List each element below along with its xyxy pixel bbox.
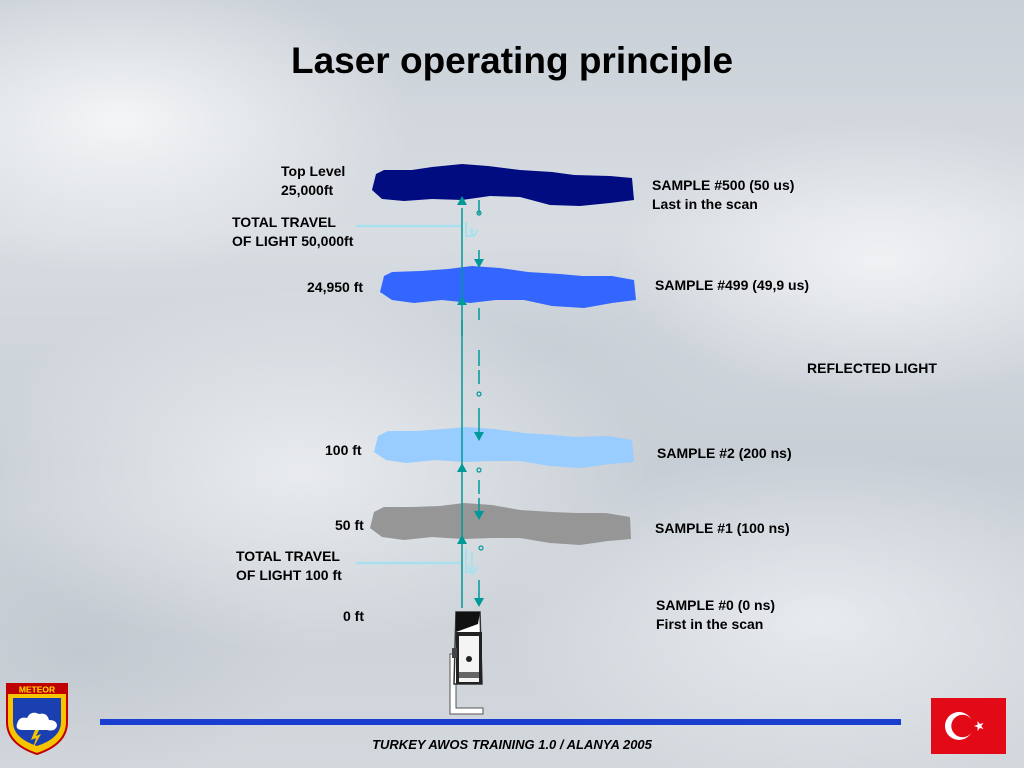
beam-dots [476, 210, 484, 551]
up-arrowheads [457, 196, 467, 544]
turkish-flag [931, 698, 1006, 754]
page-title: Laser operating principle [290, 40, 734, 81]
sample-0: SAMPLE #0 (0 ns) [656, 597, 776, 613]
total-travel-label-2: TOTAL TRAVEL [236, 548, 340, 564]
total-travel-label-1: TOTAL TRAVEL [232, 214, 336, 230]
cloud-24950 [380, 266, 636, 308]
svg-text:METEOR: METEOR [19, 685, 55, 695]
top-level-label: Top Level [281, 163, 346, 179]
total-travel-value-2: OF LIGHT 100 ft [236, 567, 342, 583]
ceilometer-device [449, 611, 484, 715]
down-arrowheads [474, 259, 484, 607]
altitude-0: 0 ft [343, 608, 364, 624]
sample-0-note: First in the scan [656, 616, 764, 632]
cloud-top-level [372, 164, 634, 206]
altitude-24950: 24,950 ft [307, 279, 364, 295]
sample-1: SAMPLE #1 (100 ns) [655, 520, 790, 536]
total-travel-value-1: OF LIGHT 50,000ft [232, 233, 354, 249]
reflected-beam [461, 200, 480, 604]
reflection-hooks [465, 222, 479, 576]
altitude-100: 100 ft [325, 442, 362, 458]
sample-500-note: Last in the scan [652, 196, 758, 212]
cloud-50ft [370, 503, 631, 545]
footer-bar [100, 719, 901, 725]
reflected-light-label: REFLECTED LIGHT [807, 360, 937, 376]
cloud-100ft [374, 427, 634, 468]
footer-text: TURKEY AWOS TRAINING 1.0 / ALANYA 2005 [372, 737, 652, 752]
meteor-logo: METEOR [6, 683, 68, 756]
sample-499: SAMPLE #499 (49,9 us) [655, 277, 810, 293]
sample-500: SAMPLE #500 (50 us) [652, 177, 795, 193]
altitude-50: 50 ft [335, 517, 364, 533]
top-level-altitude: 25,000ft [281, 182, 334, 198]
sample-2: SAMPLE #2 (200 ns) [657, 445, 792, 461]
